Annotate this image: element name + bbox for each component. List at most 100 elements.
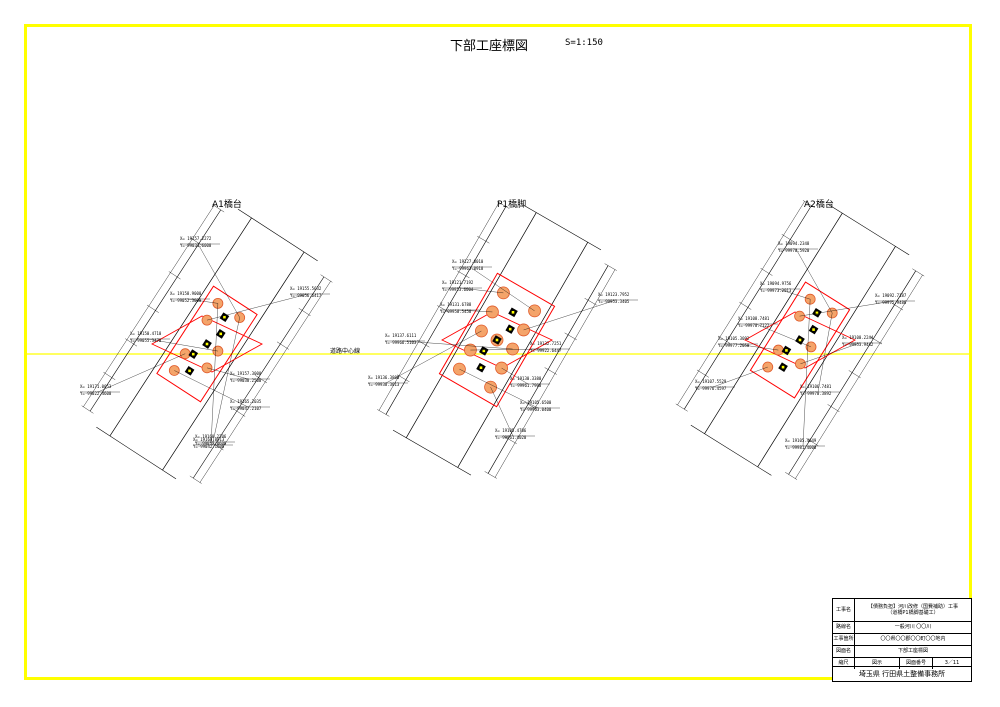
coordinate-label-a1-2-0: X= 19155.5632: [290, 286, 322, 291]
dimension-tick-a1-1-3: [146, 304, 159, 313]
coordinate-label-a2-5-0: X= 19105.3092: [718, 336, 750, 341]
coordinate-label-a1-5-0: X= 19171.0053: [80, 384, 112, 389]
coordinate-label-a2-3-1: Y=-99978.7122: [738, 323, 770, 328]
coordinate-label-a2-3-0: X= 19108.7481: [738, 316, 770, 321]
title-block-row-location: 工事箇所 〇〇県〇〇郡〇〇町〇〇地内: [833, 633, 971, 645]
project-name-line-1: 【債務負担】河川改修（国費補助）工事: [867, 603, 958, 610]
scale-label: 縮尺: [833, 658, 855, 669]
coordinate-label-a1-1-1: Y=-99052.3000: [170, 298, 202, 303]
dimension-tick-p1-0-6: [484, 471, 497, 479]
project-name: 【債務負担】河川改修（国費補助）工事 （道橋P1橋脚基礎工）: [855, 599, 971, 621]
coordinate-label-a2-2-1: Y=-99975.9486: [875, 300, 907, 305]
dimension-tick-a1-1-5: [103, 371, 116, 380]
view-label-a2: A2橋台: [804, 200, 834, 210]
coordinate-label-p1-2-0: X= 19123.7952: [598, 292, 630, 297]
bearing-anchor-a1--1: [219, 332, 223, 336]
callout-leader-p1-7: [470, 348, 549, 351]
coordinate-label-a2-4-0: X= 19100.2244: [842, 335, 874, 340]
dimension-tick-a1-1-6: [81, 405, 94, 414]
callout-leader-a2-5: [735, 343, 779, 351]
dimension-tick-a2-0-2: [869, 336, 882, 345]
coordinate-label-a1-2-1: Y=-99056.6417: [290, 293, 322, 298]
drawing-name-label: 図面名: [833, 646, 855, 657]
bearing-anchor-a2--1: [812, 328, 815, 331]
coordinate-label-a1-8-0: X= 19160.8913: [193, 437, 225, 442]
dimension-tick-a1-1-4: [125, 338, 138, 347]
callout-leader-a2-3: [755, 323, 812, 348]
dimension-tick-a1-1-2: [168, 271, 181, 280]
drawing-number-label: 図面番号: [900, 658, 933, 669]
scale-value: 図示: [855, 658, 900, 669]
callout-leader-a2-1: [777, 288, 811, 300]
view-label-a1: A1橋台: [212, 200, 242, 210]
coordinate-label-a2-8-0: X= 19105.4649: [785, 438, 817, 443]
girder-line-p1-0: [457, 242, 589, 468]
footing-outline-p1: [438, 272, 556, 408]
coordinate-label-p1-6-0: X= 19130.3380: [510, 376, 542, 381]
dimension-tick-a2-1-5: [696, 369, 709, 378]
dimension-tick-a2-0-3: [848, 370, 861, 379]
title-block-row-project: 工事名 【債務負担】河川改修（国費補助）工事 （道橋P1橋脚基礎工）: [833, 599, 971, 621]
callout-leader-a1-0: [197, 243, 240, 318]
coordinate-label-p1-1-0: X= 19121.7192: [442, 280, 474, 285]
dimension-tick-p1-0-2: [564, 332, 577, 341]
bearing-anchor-a1-0: [205, 342, 209, 346]
callout-leader-a1-6: [174, 370, 249, 408]
coordinate-label-a1-7-0: X= 19160.2206: [195, 434, 227, 439]
coordinate-label-a1-8-1: Y=-99042.1600: [193, 444, 225, 449]
coordinate-label-p1-8-0: X= 19105.4706: [495, 428, 527, 433]
coordinate-label-p1-5-1: Y=-99938.3013: [368, 382, 400, 387]
drawing-number-value: 3／11: [944, 660, 960, 667]
dimension-tick-a2-0-6: [785, 472, 798, 480]
coordinate-label-p1-7-1: Y=-99922.6447: [530, 348, 562, 353]
bearing-anchor-a2-2: [781, 365, 785, 369]
girder-line-a1-1: [109, 217, 252, 437]
coordinate-label-a2-6-0: X= 19107.5529: [695, 379, 727, 384]
dimension-tick-a1-0-0: [320, 274, 333, 283]
dimension-tick-a2-1-1: [781, 234, 794, 242]
skew-outline-a2: [744, 311, 856, 369]
footing-outline-a1: [156, 285, 258, 403]
dimension-tick-a1-1-1: [190, 237, 203, 246]
coordinate-label-p1-0-1: Y=-99963.0918: [452, 266, 484, 271]
dimension-tick-a1-0-4: [233, 408, 246, 417]
coordinate-label-p1-0-0: X= 19127.0010: [452, 259, 484, 264]
office-name: 埼玉県 行田県土整備事務所: [833, 666, 971, 681]
title-block: 工事名 【債務負担】河川改修（国費補助）工事 （道橋P1橋脚基礎工） 路線名 一…: [832, 598, 972, 682]
coordinate-label-a1-0-1: Y=-99031.6000: [180, 243, 212, 248]
bearing-anchor-p1-0: [495, 338, 499, 342]
dimension-tick-a1-1-0: [212, 204, 225, 213]
end-line-a2-1: [690, 424, 772, 476]
coordinate-label-p1-5-0: X= 19136.3800: [368, 375, 400, 380]
skew-outline-a1: [151, 315, 263, 373]
project-name-line-2: （道橋P1橋脚基礎工）: [887, 610, 939, 616]
callout-leader-p1-5: [385, 330, 482, 384]
girder-line-a2-0: [757, 246, 896, 468]
bearing-anchor-p1-2: [479, 366, 483, 370]
drawing-title: 下部工座標図: [450, 39, 529, 54]
bearing-anchor-a1-2: [188, 369, 191, 373]
coordinate-label-a1-3-1: Y=-99055.3470: [130, 338, 162, 343]
dimension-tick-p1-0-0: [604, 263, 617, 271]
dimension-tick-p1-0-1: [584, 298, 597, 306]
callout-leader-a2-2: [799, 300, 894, 317]
dimension-tick-p1-0-3: [544, 367, 557, 375]
callout-leader-p1-9: [459, 368, 539, 409]
dimension-tick-a2-1-4: [718, 335, 731, 344]
title-block-row-scale: 縮尺 図示 図面番号 3／11: [833, 657, 971, 669]
bearing-anchor-a1--2: [223, 315, 226, 319]
project-label: 工事名: [833, 599, 855, 621]
dimension-tick-a2-0-1: [891, 302, 904, 311]
title-block-row-drawing-name: 図面名 下部工座標図: [833, 645, 971, 657]
dimension-tick-a1-0-2: [276, 341, 289, 350]
coordinate-label-a1-4-1: Y=-99038.2500: [230, 378, 262, 383]
dimension-tick-a1-0-6: [189, 475, 202, 484]
callout-leader-a2-0: [795, 248, 833, 314]
coordinate-label-a2-0-1: Y=-99970.5920: [778, 248, 810, 253]
location-label: 工事箇所: [833, 634, 855, 645]
coordinate-label-p1-3-1: Y=-99958.5458: [440, 309, 472, 314]
dimension-tick-p1-0-5: [504, 436, 517, 444]
location-value: 〇〇県〇〇郡〇〇町〇〇地内: [880, 636, 946, 643]
